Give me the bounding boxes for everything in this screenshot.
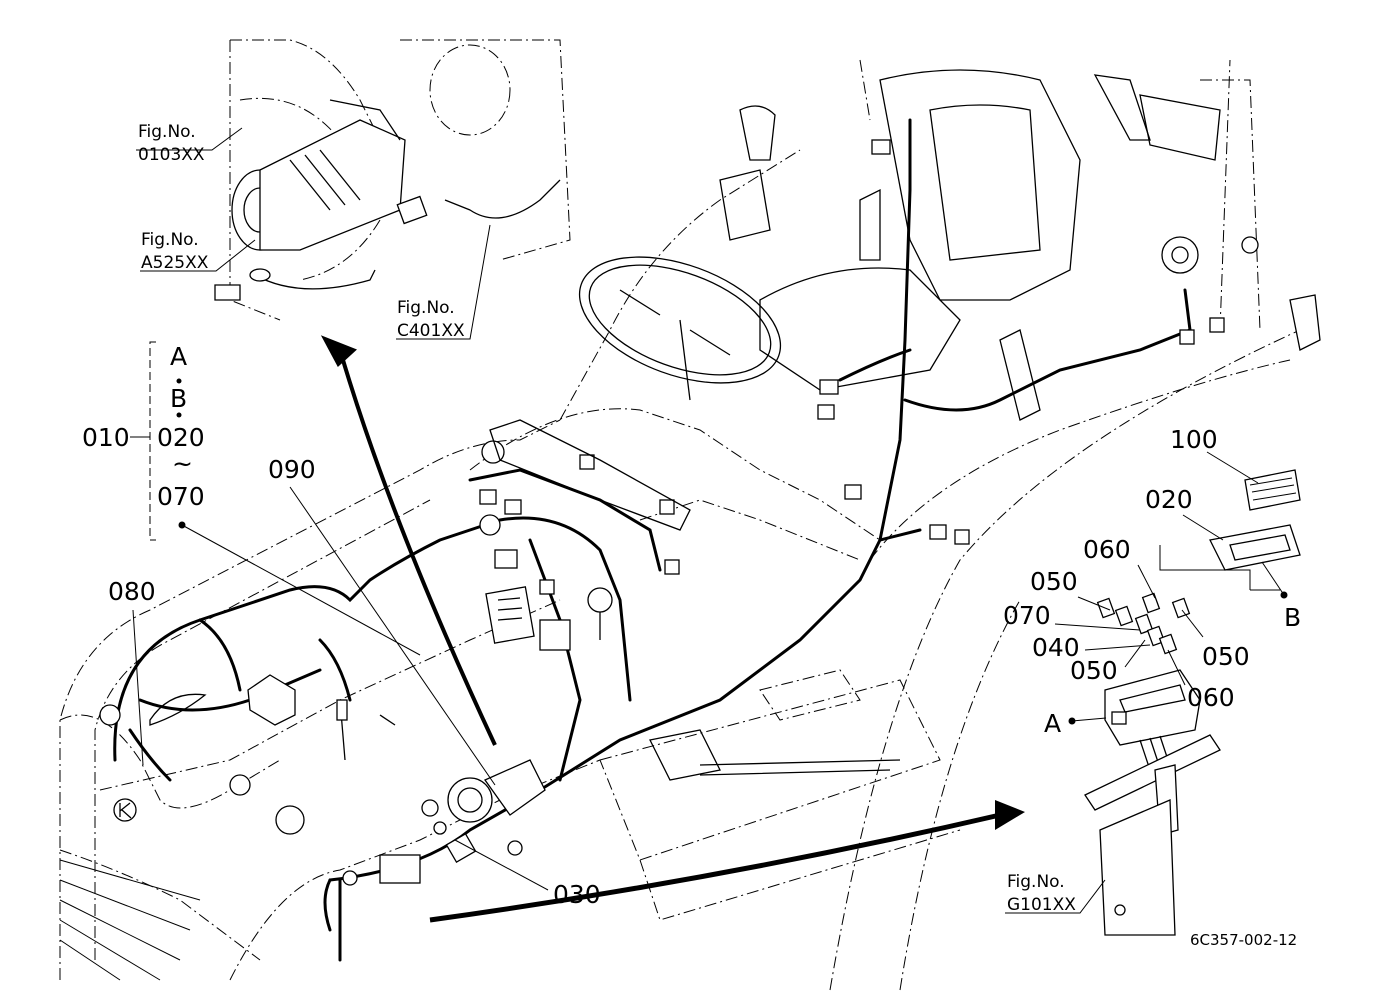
callout-060-top: 060	[1083, 535, 1131, 564]
callout-b: B	[1284, 603, 1301, 632]
fig-ref-battery-cable: Fig.No. C401XX	[397, 298, 465, 341]
fig-ref-alternator-prefix: Fig.No.	[141, 230, 199, 250]
steering-wheel	[578, 105, 782, 401]
callout-030: 030	[553, 880, 601, 909]
group-bracket-labels: A B 020 ~ 070 010	[82, 342, 205, 511]
diagram-code: 6C357-002-12	[1190, 931, 1297, 949]
starter-motor	[214, 99, 561, 301]
fig-ref-bracket: Fig.No. G101XX	[1007, 872, 1076, 915]
callout-080: 080	[108, 577, 156, 606]
callout-060-bottom: 060	[1187, 683, 1235, 712]
callout-020: 020	[1145, 485, 1193, 514]
fig-ref-bracket-code: G101XX	[1007, 895, 1076, 915]
group-tilde: ~	[172, 449, 193, 478]
group-dot-2	[176, 412, 182, 418]
fig-ref-battery-cable-code: C401XX	[397, 321, 465, 341]
part-callouts: 080 090 030 100 020 060 050 070 040 050 …	[108, 425, 1301, 909]
fig-ref-battery-cable-prefix: Fig.No.	[397, 298, 455, 318]
wiring-harness	[113, 118, 1192, 962]
blade-fuses	[1096, 592, 1191, 655]
harness-components	[99, 74, 1321, 886]
group-item-b: B	[170, 384, 187, 413]
group-item-020: 020	[157, 423, 205, 452]
group-item-070: 070	[157, 482, 205, 511]
callout-a: A	[1044, 709, 1061, 738]
callout-010: 010	[82, 423, 130, 452]
operator-seat	[759, 69, 1081, 421]
tractor-body-outline	[59, 39, 1301, 991]
pointer-arrows	[320, 335, 1025, 923]
fig-ref-bracket-prefix: Fig.No.	[1007, 872, 1065, 892]
fig-ref-starter-code: 0103XX	[138, 145, 205, 165]
fig-ref-alternator-code: A525XX	[141, 253, 209, 273]
group-item-a: A	[170, 342, 187, 371]
fig-ref-alternator: Fig.No. A525XX	[141, 230, 209, 273]
callout-050-top: 050	[1030, 567, 1078, 596]
fig-ref-starter-prefix: Fig.No.	[138, 122, 196, 142]
callout-070: 070	[1003, 601, 1051, 630]
fig-ref-starter: Fig.No. 0103XX	[138, 122, 205, 165]
callout-090: 090	[268, 455, 316, 484]
callout-100: 100	[1170, 425, 1218, 454]
fuse-box-assembly	[1084, 469, 1301, 936]
callout-050-lower: 050	[1070, 656, 1118, 685]
group-dot-1	[176, 378, 182, 384]
leader-lines	[130, 127, 1288, 914]
callout-050-right: 050	[1202, 642, 1250, 671]
callout-040: 040	[1032, 633, 1080, 662]
